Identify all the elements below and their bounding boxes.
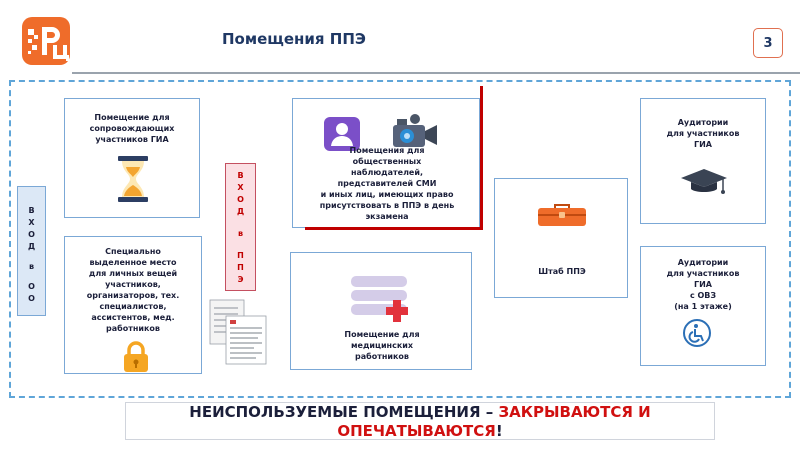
entry-mid-char: П: [237, 251, 244, 260]
room-observers: Помещения для общественных наблюдателей,…: [292, 98, 480, 228]
label-line: ассистентов, мед.: [91, 313, 175, 322]
hourglass-icon: [118, 156, 148, 202]
wheelchair-icon: [683, 319, 711, 347]
logo-icon: [20, 15, 72, 67]
label-line: наблюдателей,: [351, 168, 423, 177]
entry-left-char: В: [28, 206, 35, 215]
label-line: ГИА: [694, 140, 712, 149]
room-auditorium-ovz: Аудитории для участников ГИА с ОВЗ (на 1…: [640, 246, 766, 366]
label-line: и иных лиц, имеющих право: [320, 190, 454, 199]
label-line: Помещение для: [344, 330, 420, 339]
entry-mid-spacer: [226, 240, 255, 250]
padlock-icon: [124, 341, 148, 372]
label-line: участников,: [105, 280, 161, 289]
briefcase-icon: [538, 204, 586, 226]
label-line: Аудитории: [677, 118, 729, 127]
label-line: для участников: [666, 269, 740, 278]
entry-left-char: О: [28, 230, 35, 239]
entry-left-spacer: [18, 253, 45, 261]
room-aud1-label: Аудитории для участников ГИА: [641, 117, 765, 150]
label-line: экзамена: [365, 212, 409, 221]
banner-line-1: НЕИСПОЛЬЗУЕМЫЕ ПОМЕЩЕНИЯ – ЗАКРЫВАЮТСЯ И: [126, 403, 714, 422]
header-divider: [72, 72, 800, 74]
label-line: ГИА: [694, 280, 712, 289]
banner-line-2: ОПЕЧАТЫВАЮТСЯ!: [126, 422, 714, 441]
room-aud2-label: Аудитории для участников ГИА с ОВЗ (на 1…: [641, 257, 765, 312]
room-auditorium-gia: Аудитории для участников ГИА: [640, 98, 766, 224]
label-line: с ОВЗ: [689, 291, 717, 300]
label-line: участников ГИА: [95, 135, 169, 144]
page-number-badge: 3: [753, 28, 783, 58]
label-line: работников: [355, 352, 409, 361]
label-line: Помещение для: [94, 113, 170, 122]
entry-left-char: Х: [28, 218, 35, 227]
entry-mid-char: Х: [237, 183, 244, 192]
banner-text: !: [495, 422, 503, 440]
user-card-icon: [324, 117, 360, 151]
label-line: Штаб ППЭ: [538, 267, 586, 276]
label-line: специалистов,: [99, 302, 167, 311]
restricted-boundary-horizontal: [305, 227, 483, 230]
label-line: присутствовать в ППЭ в день: [319, 201, 455, 210]
forms-icon: [209, 299, 267, 365]
entry-mid-char: В: [237, 171, 244, 180]
entry-left-spacer: [18, 273, 45, 281]
entry-left: В Х О Д в О О: [17, 186, 46, 316]
floor-plan-frame: [9, 80, 791, 398]
label-line: общественных: [352, 157, 422, 166]
label-line: организаторов, тех.: [86, 291, 180, 300]
label-line: Аудитории: [677, 258, 729, 267]
banner-highlight: ОПЕЧАТЫВАЮТСЯ: [337, 422, 496, 440]
room-personal-label: Специально выделенное место для личных в…: [65, 246, 201, 334]
label-line: представителей СМИ: [337, 179, 437, 188]
video-camera-icon: [393, 114, 437, 147]
label-line: работников: [106, 324, 160, 333]
entry-to-ppe: В Х О Д в П П Э: [225, 163, 256, 291]
restricted-boundary-vertical: [480, 86, 483, 230]
entry-mid-spacer: [226, 218, 255, 228]
entry-mid-char: Д: [236, 207, 245, 216]
room-observers-label: Помещения для общественных наблюдателей,…: [293, 145, 481, 222]
room-escort: Помещение для сопровождающих участников …: [64, 98, 200, 218]
label-line: Помещения для: [349, 146, 425, 155]
unused-rooms-banner: НЕИСПОЛЬЗУЕМЫЕ ПОМЕЩЕНИЯ – ЗАКРЫВАЮТСЯ И…: [125, 402, 715, 440]
entry-left-char: О: [28, 282, 35, 291]
entry-left-char: О: [28, 294, 35, 303]
room-medical: Помещение для медицинских работников: [290, 252, 472, 370]
label-line: Специально: [105, 247, 161, 256]
medical-stack-icon: [351, 276, 408, 322]
banner-text: НЕИСПОЛЬЗУЕМЫЕ ПОМЕЩЕНИЯ –: [189, 403, 499, 421]
entry-mid-char: П: [237, 263, 244, 272]
entry-left-char: Д: [27, 242, 36, 251]
room-escort-label: Помещение для сопровождающих участников …: [65, 112, 199, 145]
graduation-cap-icon: [681, 169, 727, 194]
entry-left-char: в: [28, 262, 35, 271]
page-title: Помещения ППЭ: [222, 30, 366, 48]
banner-highlight: ЗАКРЫВАЮТСЯ И: [498, 403, 651, 421]
label-line: выделенное место: [89, 258, 177, 267]
label-line: для личных вещей: [88, 269, 178, 278]
entry-mid-char: О: [237, 195, 244, 204]
label-line: для участников: [666, 129, 740, 138]
room-personal-belongings: Специально выделенное место для личных в…: [64, 236, 202, 374]
label-line: (на 1 этаже): [674, 302, 732, 311]
entry-mid-char: в: [237, 229, 244, 238]
entry-mid-char: Э: [237, 275, 244, 284]
label-line: медицинских: [350, 341, 414, 350]
room-headquarters: Штаб ППЭ: [494, 178, 628, 298]
room-medical-label: Помещение для медицинских работников: [291, 329, 473, 362]
label-line: сопровождающих: [89, 124, 175, 133]
room-hq-label: Штаб ППЭ: [495, 266, 629, 277]
